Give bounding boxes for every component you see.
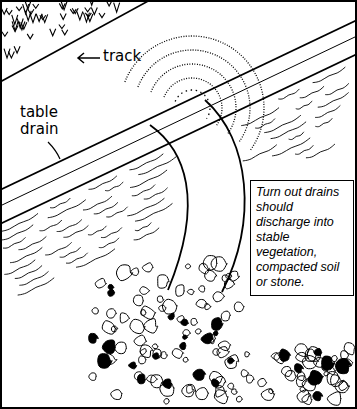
water-flow-dots xyxy=(125,36,264,150)
track-edge xyxy=(0,0,150,82)
note-text: Turn out drains should discharge into st… xyxy=(256,185,348,290)
turnout-edge xyxy=(150,125,188,290)
drain-label: table drain xyxy=(20,104,75,138)
grass xyxy=(1,0,119,58)
leader-line xyxy=(48,142,60,159)
note-box: Turn out drains should discharge into st… xyxy=(250,180,354,296)
track-label: track xyxy=(103,48,163,65)
direction-arrow xyxy=(78,53,100,63)
drain-line xyxy=(0,20,357,190)
turnout-edge xyxy=(205,100,245,292)
